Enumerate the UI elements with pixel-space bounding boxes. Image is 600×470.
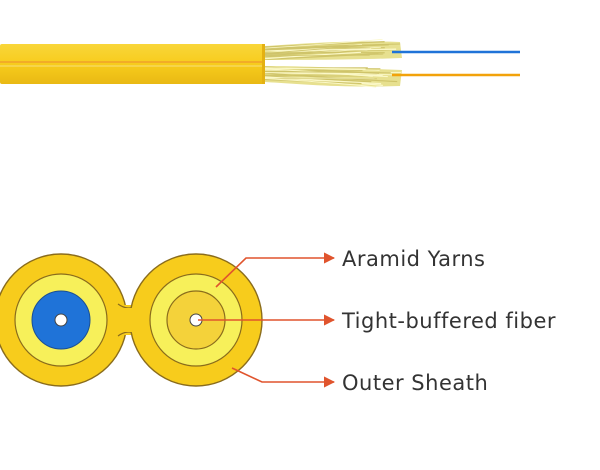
callout-line-aramid-yarns — [215, 252, 336, 288]
right-unit — [129, 253, 263, 387]
left-fiber-core — [54, 313, 68, 327]
yarn-strand — [264, 44, 372, 54]
cable-jacket-end — [262, 44, 265, 84]
yarn-strand — [264, 38, 383, 49]
left-unit — [0, 253, 128, 387]
yarn-strand — [264, 78, 377, 88]
yarn-strand — [264, 67, 366, 70]
web-fill-overlap — [122, 308, 136, 332]
aramid-yarn-strands — [264, 38, 402, 88]
cable-jacket — [0, 44, 264, 84]
callout-label-outer-sheath: Outer Sheath — [342, 371, 488, 395]
cable-side-view — [0, 38, 520, 88]
yarn-strand — [264, 72, 398, 83]
yarn-strand — [264, 75, 369, 77]
callout-label-aramid-yarns: Aramid Yarns — [342, 247, 485, 271]
callouts: Aramid Yarns Tight-buffered fiber Outer … — [198, 247, 556, 395]
callout-label-tight-buffered-fiber: Tight-buffered fiber — [341, 309, 556, 333]
cross-section — [0, 253, 263, 387]
yarn-strand — [264, 43, 394, 51]
callout-line-outer-sheath — [231, 367, 336, 388]
yarn-strand — [264, 48, 397, 52]
yarn-strand — [264, 70, 391, 74]
